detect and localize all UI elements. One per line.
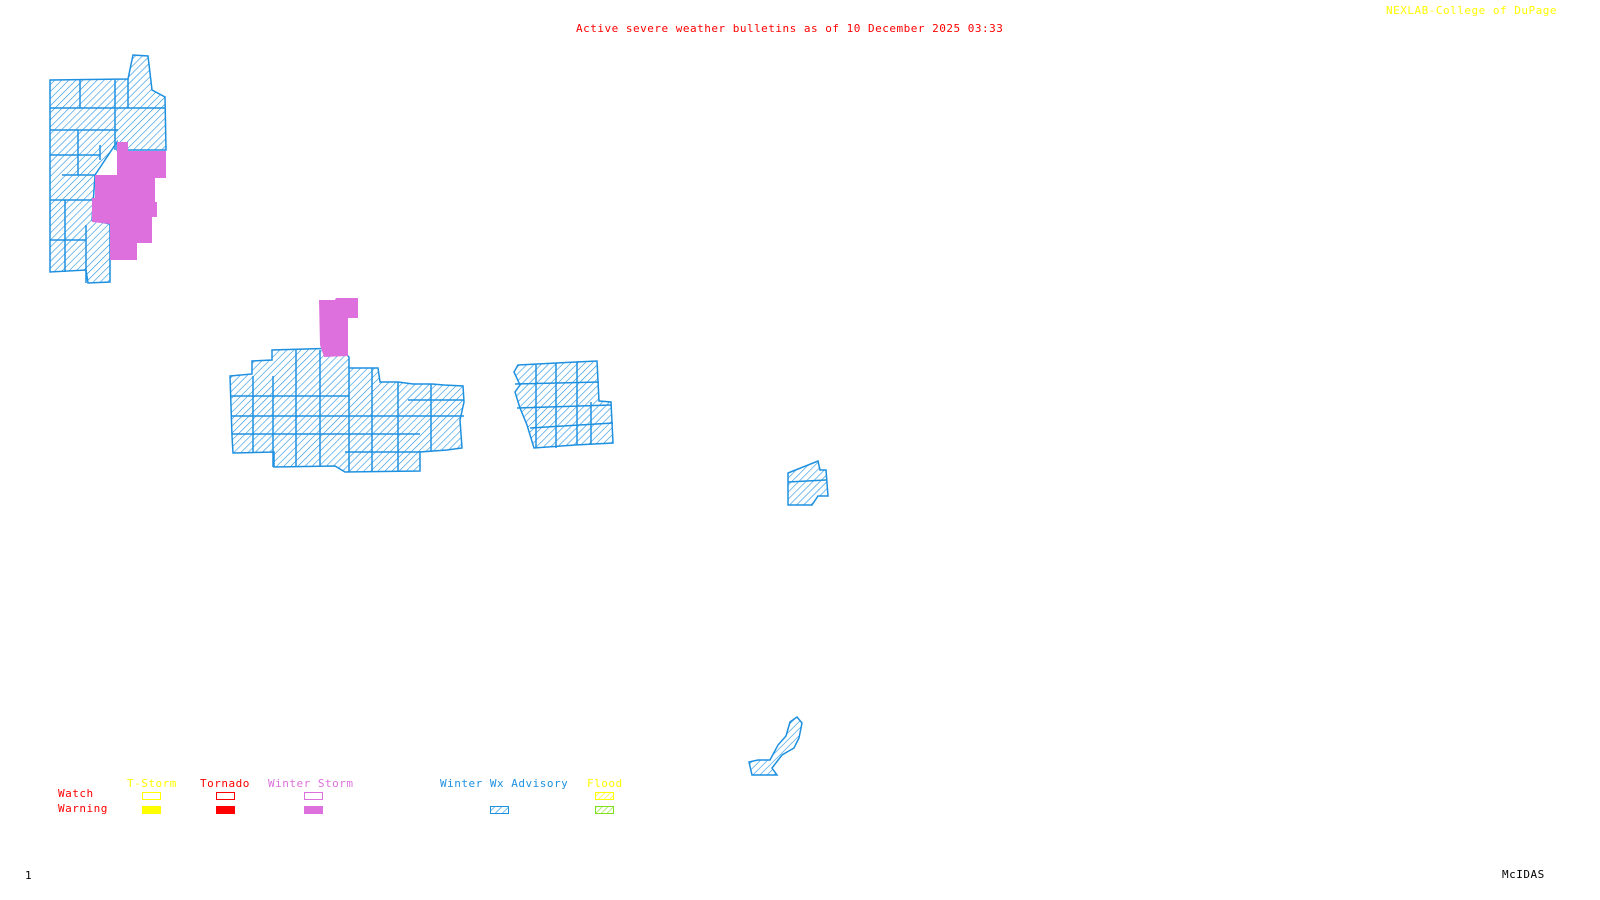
legend-tornado-warning: [216, 806, 235, 814]
northwest-winter-storm-warning: [92, 142, 166, 260]
legend-column-flood: Flood: [587, 777, 623, 790]
legend-row-warning: Warning: [58, 802, 108, 815]
legend-tstorm-watch: [142, 792, 161, 800]
central-winter-storm-warning: [319, 298, 358, 357]
legend-column-tstorm: T-Storm: [127, 777, 177, 790]
legend-column-tornado: Tornado: [200, 777, 250, 790]
east-advisory-area: [513, 360, 614, 449]
legend-winter-storm-warning: [304, 806, 323, 814]
legend-winter-wx-advisory-warning: [490, 806, 509, 814]
legend-tstorm-warning: [142, 806, 161, 814]
legend-flood-warning: [595, 806, 614, 814]
northwest-advisory-area: [49, 54, 167, 284]
southern-advisory-area: [748, 715, 803, 776]
small-advisory-area: [787, 459, 829, 506]
frame-number: 1: [25, 869, 33, 882]
legend-column-winter-wx-advisory: Winter Wx Advisory: [440, 777, 569, 790]
map-title: Active severe weather bulletins as of 10…: [576, 22, 1004, 35]
credit-label: NEXLAB-College of DuPage: [1386, 4, 1557, 17]
legend-tornado-watch: [216, 792, 235, 800]
legend-winter-storm-watch: [304, 792, 323, 800]
central-advisory-area: [229, 347, 465, 473]
software-label: McIDAS: [1502, 868, 1545, 881]
legend-flood-watch: [595, 792, 614, 800]
legend-row-watch: Watch: [58, 787, 94, 800]
legend-column-winter-storm: Winter Storm: [268, 777, 354, 790]
